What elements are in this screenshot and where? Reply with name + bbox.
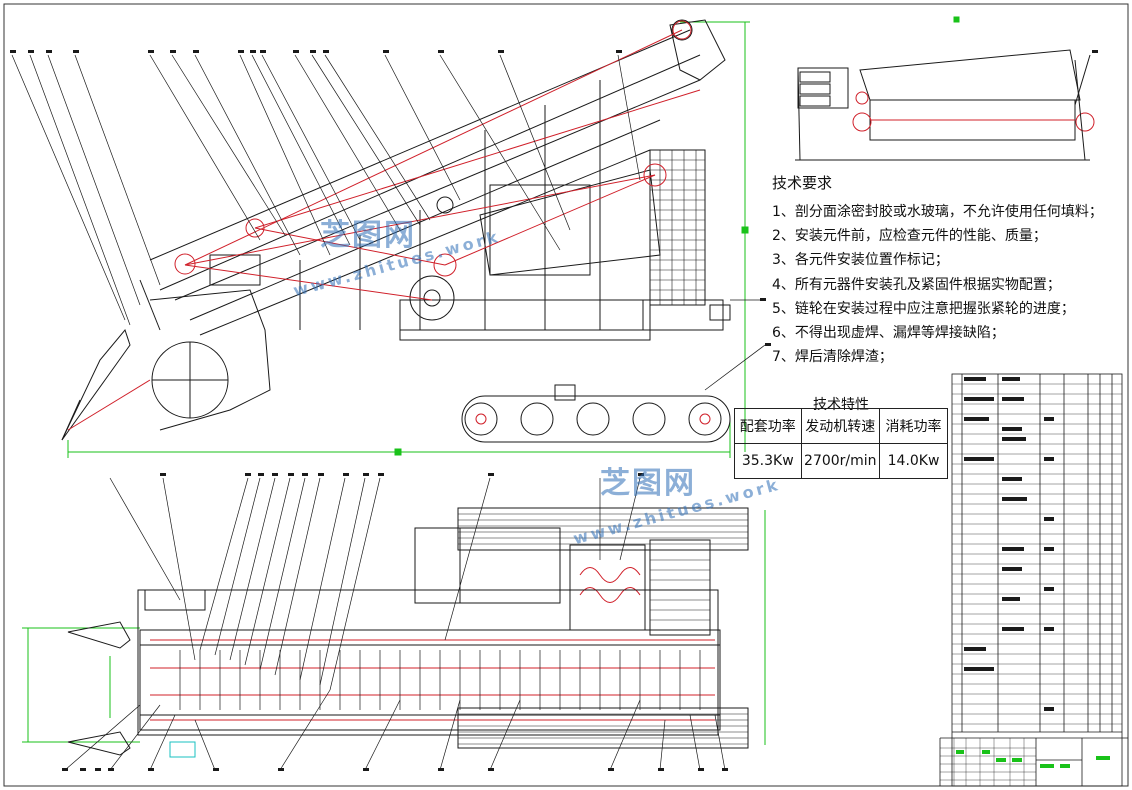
requirement-item: 2、安装元件前，应检查元件的性能、质量； <box>772 228 1047 245</box>
spec-header: 消耗功率 <box>879 408 948 444</box>
requirement-item: 5、链轮在安装过程中应注意把握张紧轮的进度； <box>772 300 1075 317</box>
sheet-border <box>3 3 1129 787</box>
spec-value: 35.3Kw <box>734 443 802 479</box>
requirement-item: 3、各元件安装位置作标记； <box>772 252 949 269</box>
requirements-title: 技术要求 <box>772 174 833 192</box>
technical-characteristics: 技术特性 配套功率 发动机转速 消耗功率 35.3Kw 2700r/min 14… <box>734 394 948 484</box>
spec-value: 14.0Kw <box>879 443 948 479</box>
spec-header: 配套功率 <box>734 408 802 444</box>
requirement-item: 1、剖分面涂密封胶或水玻璃，不允许使用任何填料； <box>772 204 1103 220</box>
technical-requirements: 技术要求 1、剖分面涂密封胶或水玻璃，不允许使用任何填料； 2、安装元件前，应检… <box>772 172 1122 369</box>
spec-header: 发动机转速 <box>800 408 881 444</box>
side-view-dimensions <box>67 16 960 458</box>
requirement-item: 7、焊后清除焊渣； <box>772 349 893 366</box>
end-view <box>795 49 1095 161</box>
spec-table: 配套功率 发动机转速 消耗功率 35.3Kw 2700r/min 14.0Kw <box>734 408 948 479</box>
requirement-item: 6、不得出现虚焊、漏焊等焊接缺陷； <box>772 324 1005 341</box>
side-view <box>10 16 1098 458</box>
spec-value: 2700r/min <box>800 443 881 479</box>
requirement-item: 4、所有元器件安装孔及紧固件根据实物配置； <box>772 276 1061 293</box>
parts-list-table <box>939 373 1128 787</box>
plan-view <box>22 473 766 771</box>
